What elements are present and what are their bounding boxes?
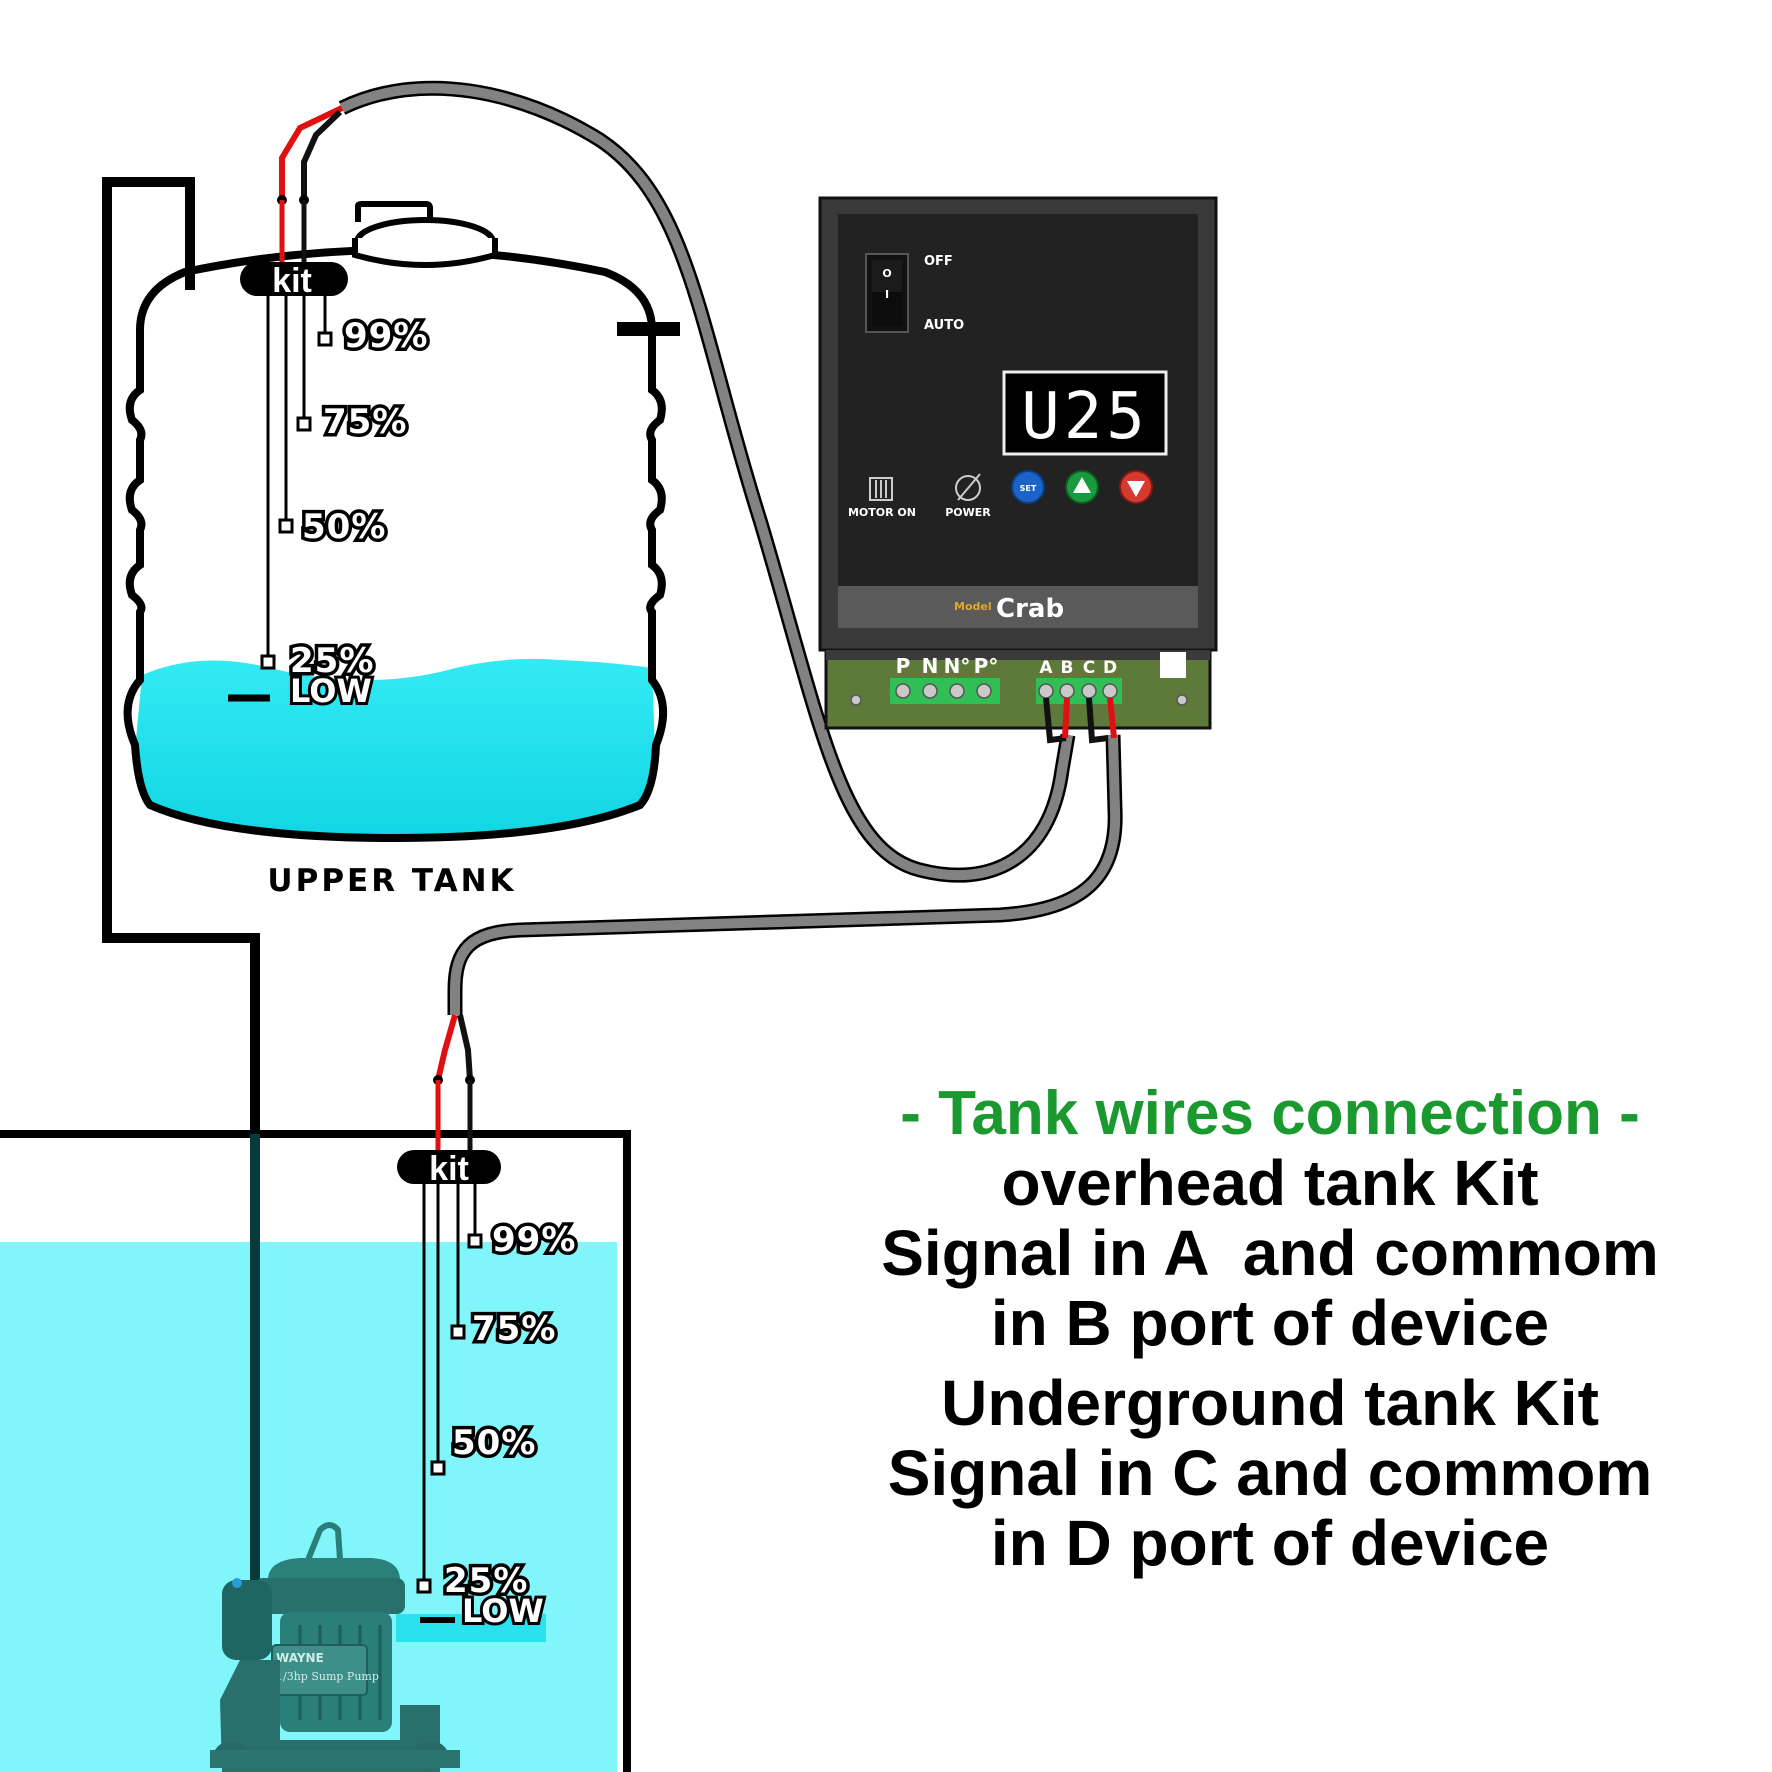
overhead-line-1: overhead tank Kit <box>1001 1147 1539 1219</box>
underground-tank: WAYNE 1/3hp Sump Pump kit <box>0 1130 631 1772</box>
upper-level-99: 99% <box>344 316 428 356</box>
upper-sensor-kit: kit 99% 75% 50% 25% LOW <box>228 262 431 713</box>
switch-auto-label: AUTO <box>924 318 964 333</box>
upper-level-25: 25% <box>290 641 374 681</box>
upper-kit-label: kit <box>272 262 312 300</box>
brand-large: Crab <box>996 594 1064 624</box>
underground-level-75: 75% <box>472 1309 556 1349</box>
terminal-c: C <box>1083 658 1095 678</box>
motor-indicator-icon <box>869 477 893 501</box>
underground-kit-label: kit <box>429 1150 469 1188</box>
terminal-board: P N N° P° A B C D <box>824 648 1212 730</box>
instructions-heading: - Tank wires connection - <box>900 1079 1640 1148</box>
pump-model: 1/3hp Sump Pump <box>276 1670 379 1683</box>
lcd-display <box>1002 370 1168 456</box>
terminal-n-out: N° <box>944 654 971 678</box>
underground-level-50: 50% <box>452 1423 536 1463</box>
upper-cable <box>277 80 1076 883</box>
upper-level-50: 50% <box>302 507 386 547</box>
overhead-line-2: Signal in A and commom <box>881 1217 1659 1289</box>
controller-device: O I OFF AUTO U25 MOTOR ON POWER SET <box>818 196 1218 744</box>
upper-tank-label: UPPER TANK <box>267 863 516 899</box>
terminal-b: B <box>1061 658 1074 678</box>
underground-level-99: 99% <box>492 1220 576 1260</box>
upper-level-75: 75% <box>323 402 407 442</box>
switch-off-label: OFF <box>924 254 953 269</box>
underground-line-3: in D port of device <box>990 1507 1550 1579</box>
underground-sensor-kit: kit 99% 75% 50% 25% LOW <box>396 1150 579 1642</box>
upper-tank-water <box>135 658 655 835</box>
down-arrow-icon <box>1127 481 1145 497</box>
submersible-pump: WAYNE 1/3hp Sump Pump <box>210 1522 460 1772</box>
up-button[interactable] <box>1065 470 1099 504</box>
brand-small: Model <box>954 600 992 613</box>
terminal-p-out: P° <box>974 654 999 678</box>
upper-tank: kit 99% 75% 50% 25% LOW UPPER TANK <box>123 201 680 899</box>
terminal-a: A <box>1039 658 1053 678</box>
up-arrow-icon <box>1073 477 1091 493</box>
power-label: POWER <box>945 506 991 519</box>
upper-level-low: LOW <box>290 672 372 710</box>
off-auto-switch[interactable]: O I <box>865 253 909 333</box>
terminal-n: N <box>922 654 939 678</box>
terminal-p: P <box>896 654 911 678</box>
down-button[interactable] <box>1119 470 1153 504</box>
underground-tank-wall <box>0 1130 631 1772</box>
underground-instructions: Underground tank Kit Signal in C and com… <box>770 1368 1770 1578</box>
set-button-label: SET <box>1020 484 1037 493</box>
set-button[interactable]: SET <box>1011 470 1045 504</box>
delivery-pipe <box>102 177 260 1135</box>
terminal-d: D <box>1103 658 1117 678</box>
power-indicator-icon <box>955 473 981 501</box>
underground-cable <box>433 734 1123 1150</box>
display-readout: U25 <box>1021 380 1149 454</box>
instructions: - Tank wires connection - overhead tank … <box>770 1080 1770 1588</box>
underground-line-2: Signal in C and commom <box>887 1437 1653 1509</box>
underground-level-25: 25% <box>444 1561 528 1601</box>
terminal-wires <box>1043 697 1117 744</box>
pump-brand: WAYNE <box>276 1651 324 1665</box>
underground-level-low: LOW <box>462 1592 544 1630</box>
switch-off-mark: O <box>882 267 891 280</box>
overhead-instructions: overhead tank Kit Signal in A and commom… <box>770 1148 1770 1358</box>
overhead-line-3: in B port of device <box>990 1287 1550 1359</box>
underground-line-1: Underground tank Kit <box>941 1367 1599 1439</box>
motor-on-label: MOTOR ON <box>848 506 916 519</box>
switch-auto-mark: I <box>885 288 889 301</box>
